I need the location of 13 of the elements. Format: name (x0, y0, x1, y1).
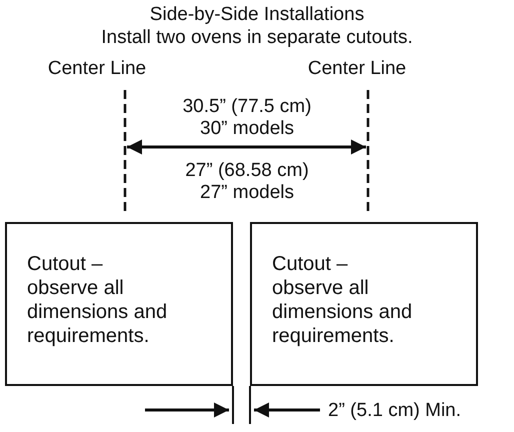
center-line-label: Center Line (48, 58, 146, 80)
cutout-note: Cutout – observe all dimensions and requirements. (272, 252, 414, 348)
cutout-box (5, 222, 233, 386)
cutout-note: Cutout – observe all dimensions and requirements. (27, 252, 168, 348)
model-label: 30” models (200, 118, 294, 140)
subtitle: Install two ovens in separate cutouts. (101, 27, 413, 49)
dimension-label: 27” (68.58 cm) (185, 160, 309, 182)
dimension-label: 2” (5.1 cm) Min. (328, 400, 462, 422)
diagram-title: Side-by-Side Installations (150, 4, 364, 26)
model-label: 27” models (200, 182, 294, 204)
center-line-label: Center Line (308, 58, 406, 80)
dimension-label: 30.5” (77.5 cm) (182, 96, 312, 118)
cutout-box (250, 222, 478, 386)
